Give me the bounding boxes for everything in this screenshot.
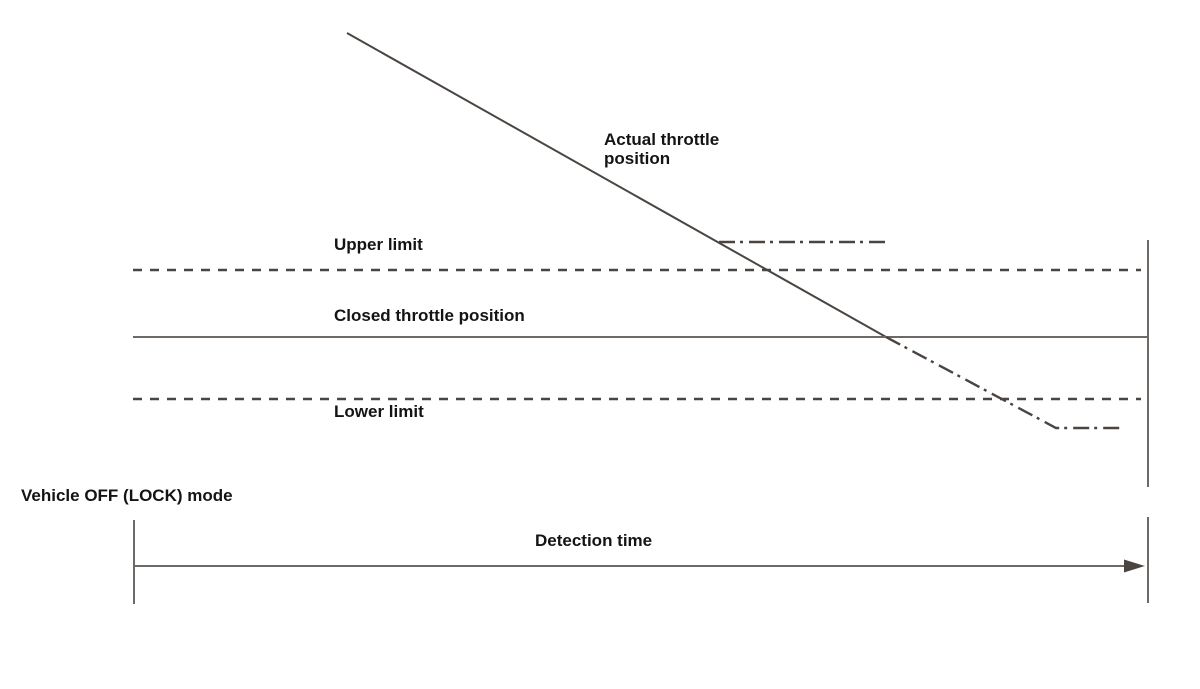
lower-limit-label: Lower limit xyxy=(334,402,424,421)
detection-time-arrowhead xyxy=(1124,559,1145,573)
throttle-below-closed-dashdot xyxy=(885,335,1122,430)
vehicle-mode-label: Vehicle OFF (LOCK) mode xyxy=(21,486,233,505)
upper-limit-label: Upper limit xyxy=(334,235,423,254)
detection-time-label: Detection time xyxy=(535,531,653,550)
actual-throttle-line xyxy=(346,32,887,338)
closed-throttle-label: Closed throttle position xyxy=(334,306,525,325)
actual-throttle-label: Actual throttle position xyxy=(604,130,720,168)
